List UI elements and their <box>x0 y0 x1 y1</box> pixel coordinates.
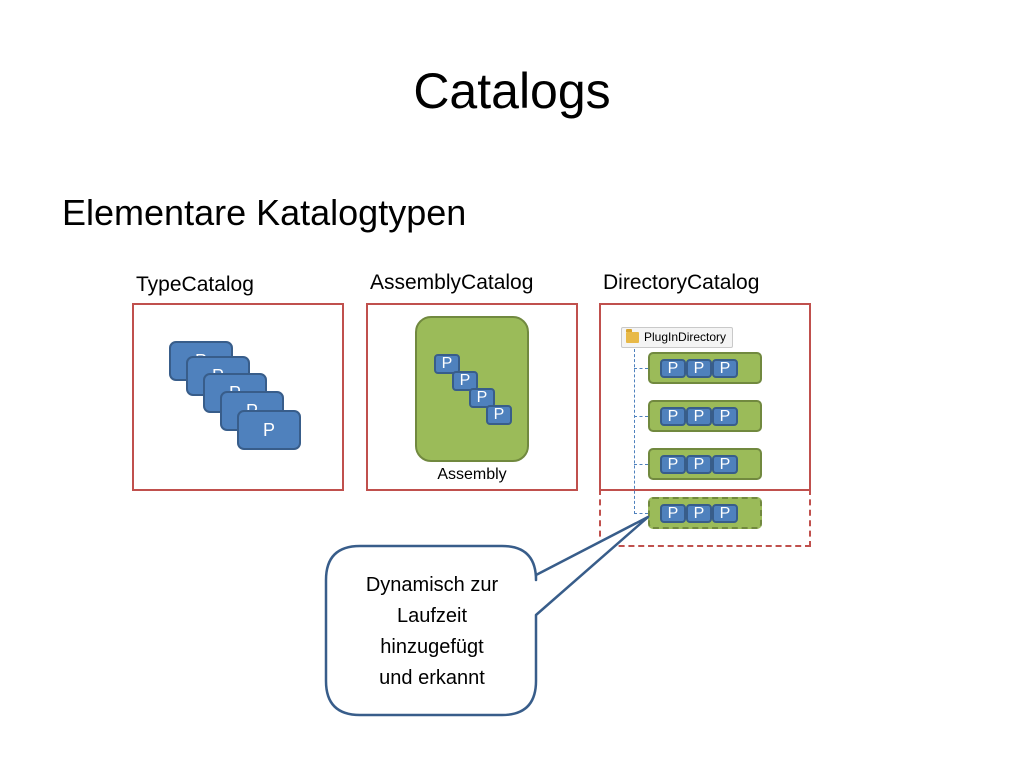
tree-connector-3 <box>634 464 648 465</box>
type-catalog-box <box>132 303 344 491</box>
tree-connector-2 <box>634 416 648 417</box>
plugin-part: P <box>686 455 712 474</box>
plugin-assembly-dynamic: P P P <box>648 497 762 529</box>
plugin-directory-name: PlugInDirectory <box>644 330 727 344</box>
plugin-part: P <box>660 504 686 523</box>
dynamic-area-box <box>599 489 811 547</box>
plugin-part: P <box>660 407 686 426</box>
type-part-5: P <box>237 410 301 450</box>
callout-line-4: und erkannt <box>379 667 485 689</box>
plugin-part: P <box>712 455 738 474</box>
slide-title: Catalogs <box>413 63 611 119</box>
callout-line-3: hinzugefügt <box>380 636 484 658</box>
plugin-part: P <box>712 359 738 378</box>
assembly-part-2: P <box>452 371 478 391</box>
plugin-assembly-1: P P P <box>648 352 762 384</box>
assembly-label: Assembly <box>437 466 507 483</box>
assembly-catalog-label: AssemblyCatalog <box>370 271 534 294</box>
plugin-part: P <box>712 504 738 523</box>
callout-line-1: Dynamisch zur <box>365 574 499 596</box>
tree-connector-1 <box>634 368 648 369</box>
plugin-part: P <box>712 407 738 426</box>
assembly-part-3: P <box>469 388 495 408</box>
plugin-directory-chip: PlugInDirectory <box>621 327 734 348</box>
plugin-part: P <box>686 504 712 523</box>
plugin-assembly-3: P P P <box>648 448 762 480</box>
tree-connector-4 <box>634 513 648 514</box>
callout-line-2: Laufzeit <box>396 605 468 627</box>
directory-catalog-label: DirectoryCatalog <box>603 271 760 294</box>
plugin-assembly-2: P P P <box>648 400 762 432</box>
tree-connector-vertical <box>634 349 635 514</box>
folder-icon <box>626 329 639 343</box>
assembly-catalog-box <box>366 303 578 491</box>
type-catalog-label: TypeCatalog <box>136 273 254 296</box>
plugin-part: P <box>686 359 712 378</box>
assembly-part-4: P <box>486 405 512 425</box>
callout-text: Dynamisch zur Laufzeit hinzugefügt und e… <box>330 570 534 694</box>
plugin-part: P <box>660 359 686 378</box>
plugin-part: P <box>686 407 712 426</box>
slide-subtitle: Elementare Katalogtypen <box>62 192 467 233</box>
assembly-part-1: P <box>434 354 460 374</box>
plugin-part: P <box>660 455 686 474</box>
